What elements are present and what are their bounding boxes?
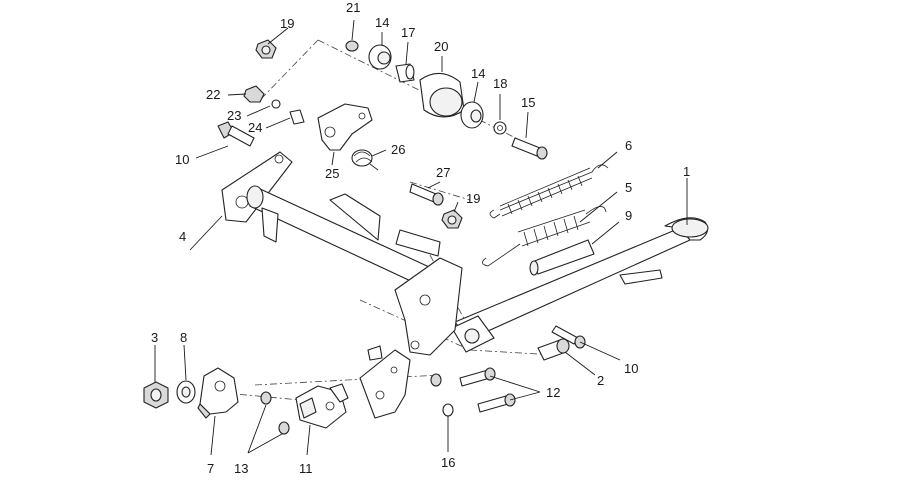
callout-11: 11 — [299, 461, 313, 476]
callout-15: 15 — [521, 95, 535, 110]
part-8-washer — [176, 380, 196, 404]
part-7-cover — [197, 367, 239, 419]
part-12-bolts — [459, 367, 516, 413]
callout-7: 7 — [207, 461, 214, 476]
callout-20: 20 — [434, 39, 448, 54]
callout-16: 16 — [441, 455, 455, 470]
callout-19-top: 19 — [280, 16, 294, 31]
callout-17: 17 — [401, 25, 415, 40]
part-27-bolt — [409, 183, 444, 206]
callout-2: 2 — [597, 373, 604, 388]
part-25-bracket — [317, 103, 373, 151]
callout-6: 6 — [625, 138, 632, 153]
callout-8: 8 — [180, 330, 187, 345]
callout-3: 3 — [151, 330, 158, 345]
callout-10-right: 10 — [624, 361, 638, 376]
leader-lines — [154, 19, 688, 456]
part-10-bolt-left — [217, 121, 255, 147]
part-15-bolt — [511, 137, 548, 160]
callout-27: 27 — [436, 165, 450, 180]
part-9-tube — [529, 239, 595, 276]
part-1-side-stand — [451, 217, 709, 353]
part-13-washers — [260, 391, 290, 435]
callout-13: 13 — [234, 461, 248, 476]
callout-14-right: 14 — [471, 66, 485, 81]
part-19-nut-mid — [441, 209, 463, 229]
callout-19-mid: 19 — [466, 191, 480, 206]
callout-14-left: 14 — [375, 15, 389, 30]
callout-1: 1 — [683, 164, 690, 179]
part-16-washer — [430, 373, 454, 417]
callout-12: 12 — [546, 385, 560, 400]
callout-24: 24 — [248, 120, 262, 135]
callout-9: 9 — [625, 208, 632, 223]
part-2-pivot-bolt — [537, 338, 570, 361]
part-19-nut-top — [255, 39, 277, 59]
callout-23: 23 — [227, 108, 241, 123]
callout-26: 26 — [391, 142, 405, 157]
callout-10-left: 10 — [175, 152, 189, 167]
part-5-spring — [482, 206, 607, 267]
callout-4: 4 — [179, 229, 186, 244]
part-11-switch — [295, 383, 349, 429]
callout-5: 5 — [625, 180, 632, 195]
parts-22-23-24 — [243, 85, 305, 125]
callout-21: 21 — [346, 0, 360, 15]
callout-labels: 1 2 3 4 5 6 7 8 9 10 10 11 12 13 14 14 1… — [151, 0, 690, 476]
part-26-spring — [351, 149, 379, 171]
callout-25: 25 — [325, 166, 339, 181]
part-6-spring — [489, 164, 609, 219]
part-3-nut — [143, 381, 169, 409]
upper-roller-assembly — [345, 40, 507, 135]
callout-18: 18 — [493, 76, 507, 91]
callout-22: 22 — [206, 87, 220, 102]
part-4-main-stand — [221, 151, 463, 419]
